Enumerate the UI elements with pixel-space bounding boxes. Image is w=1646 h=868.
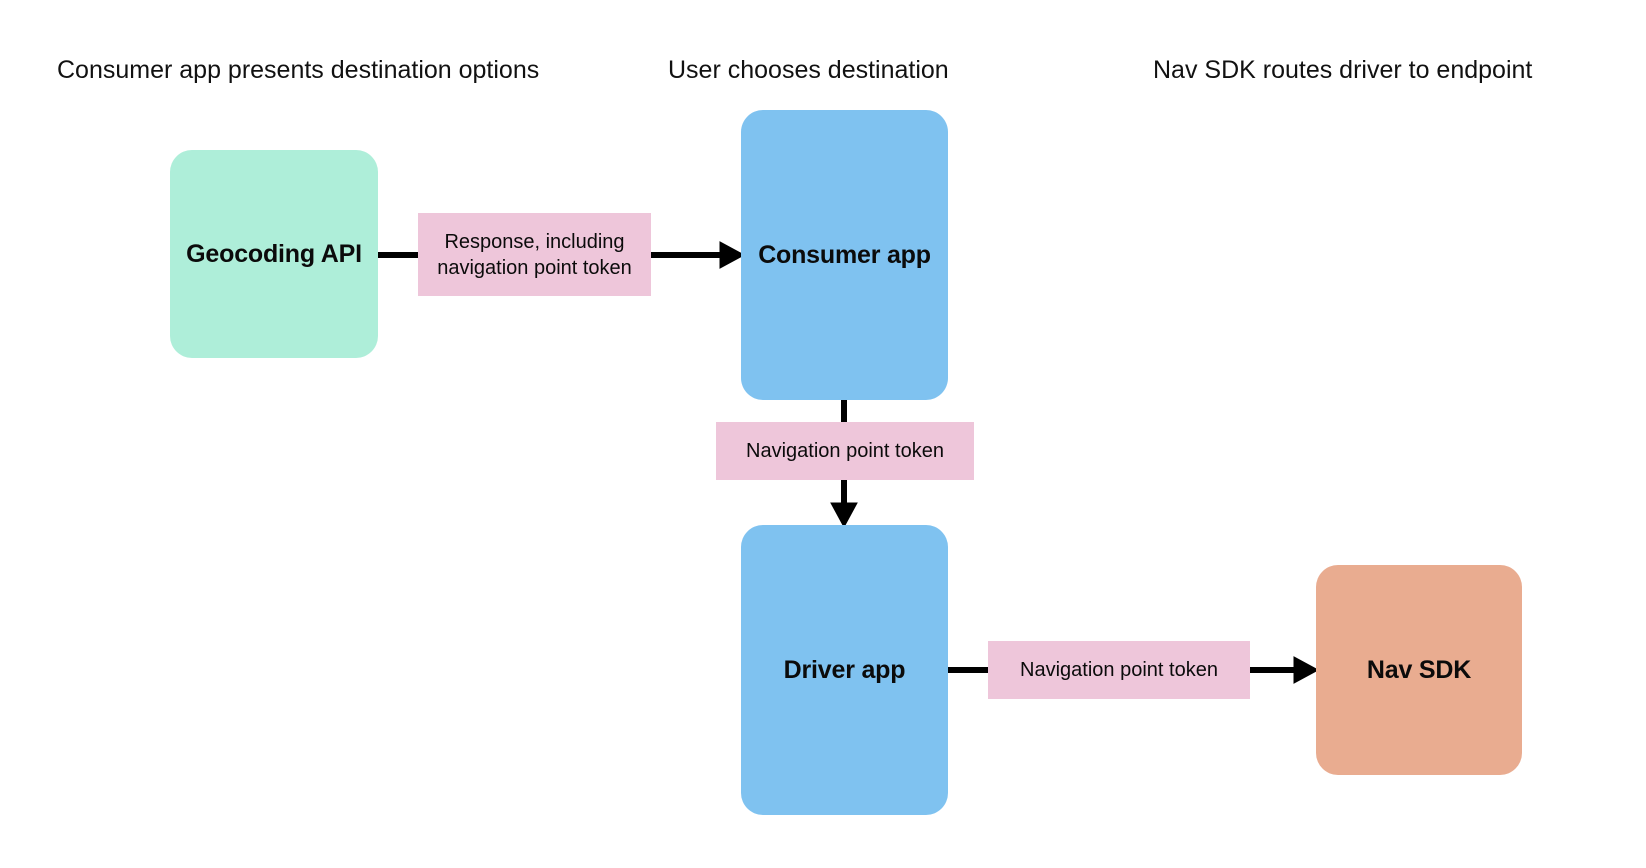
column-header-consumer-app: Consumer app presents destination option… (57, 56, 540, 84)
node-driver-app[interactable]: Driver app (741, 525, 948, 815)
column-header-user-chooses: User chooses destination (668, 56, 949, 84)
node-nav-sdk-label: Nav SDK (1366, 656, 1472, 684)
edge-label-navigation-point-token-driver-navsdk: Navigation point token (988, 641, 1250, 699)
node-geocoding-api[interactable]: Geocoding API (170, 150, 378, 358)
edge-label-navigation-point-token-consumer-driver: Navigation point token (716, 422, 974, 480)
node-driver-app-label: Driver app (783, 656, 906, 684)
column-header-nav-sdk: Nav SDK routes driver to endpoint (1153, 56, 1533, 84)
node-consumer-app-label: Consumer app (758, 241, 931, 269)
edge-label-response-navigation-point-token: Response, including navigation point tok… (418, 213, 651, 296)
node-geocoding-api-label: Geocoding API (186, 240, 362, 268)
node-consumer-app[interactable]: Consumer app (741, 110, 948, 400)
node-nav-sdk[interactable]: Nav SDK (1316, 565, 1522, 775)
